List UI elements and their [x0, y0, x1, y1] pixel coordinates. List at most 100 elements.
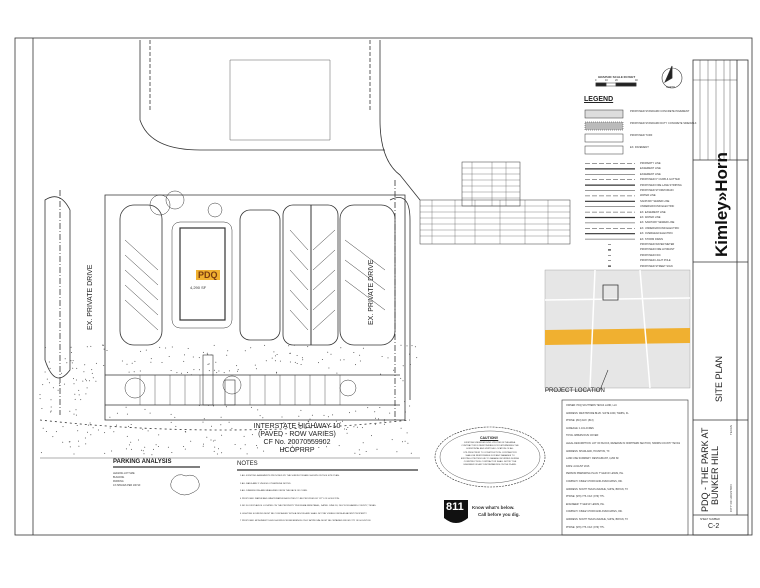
pavement-stipple: [389, 412, 391, 414]
pavement-stipple: [346, 428, 348, 430]
pavement-stipple: [362, 442, 364, 444]
pavement-stipple: [87, 424, 89, 426]
pavement-stipple: [90, 424, 92, 426]
pavement-stipple: [203, 443, 204, 445]
pavement-stipple: [48, 361, 50, 363]
pavement-stipple: [214, 439, 216, 441]
line-table: [419, 199, 571, 245]
pavement-stipple: [300, 425, 302, 427]
pavement-stipple: [86, 346, 88, 348]
legend-item: UNDERGROUND ELECTRIC: [640, 205, 675, 209]
pavement-stipple: [92, 427, 94, 429]
pavement-stipple: [150, 361, 152, 363]
info-row: PHONE: (979) 775- FAX: (979) 775-: [566, 495, 605, 499]
building-footprint: [179, 227, 226, 321]
info-row: COMPANY: KIMLEY-HORN AND ASSOCIATES, INC…: [566, 480, 623, 483]
pavement-stipple: [400, 427, 402, 429]
pavement-stipple: [40, 452, 42, 454]
pavement-stipple: [70, 360, 72, 362]
pavement-stipple: [402, 441, 403, 443]
north-label: NORTH: [666, 86, 675, 89]
pavement-stipple: [116, 424, 117, 426]
caution-line: UTILITIES PRIOR TO CONSTRUCTION. CONTRAC…: [463, 451, 517, 454]
pavement-stipple: [228, 370, 230, 372]
pavement-stipple: [289, 440, 291, 442]
pavement-stipple: [324, 430, 326, 432]
pavement-stipple: [254, 364, 256, 366]
pavement-stipple: [95, 380, 97, 382]
pavement-stipple: [155, 444, 157, 446]
pavement-stipple: [383, 419, 385, 421]
sheet-number: C-2: [708, 523, 720, 530]
legend-item: EX. OVERHEAD ELECTRIC: [640, 232, 674, 236]
highway-name: INTERSTATE HIGHWAY 10: [253, 423, 341, 430]
scale-tick: 20: [615, 79, 618, 82]
pavement-stipple: [125, 448, 127, 450]
pavement-stipple: [206, 352, 208, 354]
pavement-stipple: [128, 371, 130, 373]
pavement-stipple: [218, 370, 220, 372]
pavement-stipple: [170, 413, 172, 415]
pavement-stipple: [103, 348, 105, 350]
pavement-stipple: [109, 427, 111, 429]
state-label: TEXAS: [729, 425, 733, 435]
pavement-stipple: [208, 363, 210, 365]
pavement-stipple: [213, 450, 215, 452]
sheet-number-label: SHEET NUMBER: [700, 518, 720, 521]
call-811-logo: [444, 500, 468, 523]
pavement-stipple: [343, 359, 345, 361]
pavement-stipple: [407, 442, 409, 444]
pavement-stipple: [374, 423, 376, 425]
pavement-stipple: [243, 435, 245, 437]
info-row: ADDRESS: SOUTH TEXAS AVENUE, SUITE, BRYA…: [566, 487, 628, 491]
pavement-stipple: [126, 413, 128, 415]
highway-cf-number: CF No. 20070559902: [263, 439, 331, 446]
pavement-stipple: [246, 453, 248, 455]
pavement-stipple: [80, 399, 82, 401]
pavement-stipple: [338, 445, 340, 447]
pavement-stipple: [387, 357, 389, 359]
pavement-stipple: [379, 407, 381, 408]
pavement-stipple: [409, 353, 410, 355]
pavement-stipple: [212, 440, 214, 442]
pavement-stipple: [104, 452, 106, 454]
legend-item: EX. WATER LINE: [640, 216, 661, 219]
pavement-stipple: [221, 452, 223, 454]
call-before-you-dig: Call before you dig.: [478, 512, 520, 517]
pavement-stipple: [176, 372, 178, 374]
pavement-stipple: [83, 371, 85, 373]
pavement-stipple: [168, 356, 170, 357]
legend-item: PROPOSED FIRE LANE STRIPING: [640, 183, 682, 187]
pavement-stipple: [273, 351, 275, 353]
pavement-stipple: [231, 427, 233, 429]
pavement-stipple: [291, 445, 293, 447]
pavement-stipple: [276, 372, 277, 374]
pavement-stipple: [259, 415, 261, 417]
pavement-stipple: [78, 394, 80, 396]
pavement-stipple: [139, 370, 141, 372]
pavement-stipple: [293, 344, 295, 346]
pavement-stipple: [226, 354, 228, 356]
legend-item: PROPERTY LINE: [640, 162, 661, 165]
pavement-stipple: [221, 434, 223, 436]
pavement-stipple: [45, 431, 47, 432]
pavement-stipple: [142, 428, 144, 430]
highway-record: HCOPRRP: [279, 447, 315, 454]
pavement-stipple: [46, 378, 48, 380]
note-item: 7 PROPOSED MONUMENT SIGN SHOWN FOR REFER…: [240, 520, 371, 522]
scale-tick: 0: [595, 79, 597, 82]
pavement-stipple: [145, 349, 147, 351]
pavement-stipple: [353, 426, 355, 428]
pavement-stipple: [130, 424, 132, 425]
pavement-stipple: [251, 434, 253, 436]
info-row: ADDRESS: WESTSHORE BLVD. SUITE 1000, TAM…: [566, 411, 629, 415]
pavement-stipple: [416, 357, 418, 359]
pavement-stipple: [311, 414, 313, 416]
pavement-stipple: [171, 452, 173, 453]
note-item: 5 NO FLOODPLAIN IS LOCATED ON THE PROPER…: [240, 505, 377, 507]
pavement-stipple: [356, 426, 358, 428]
pavement-stipple: [402, 365, 404, 367]
pavement-stipple: [271, 357, 273, 359]
811-text: 811: [446, 501, 464, 513]
pavement-stipple: [41, 408, 43, 409]
